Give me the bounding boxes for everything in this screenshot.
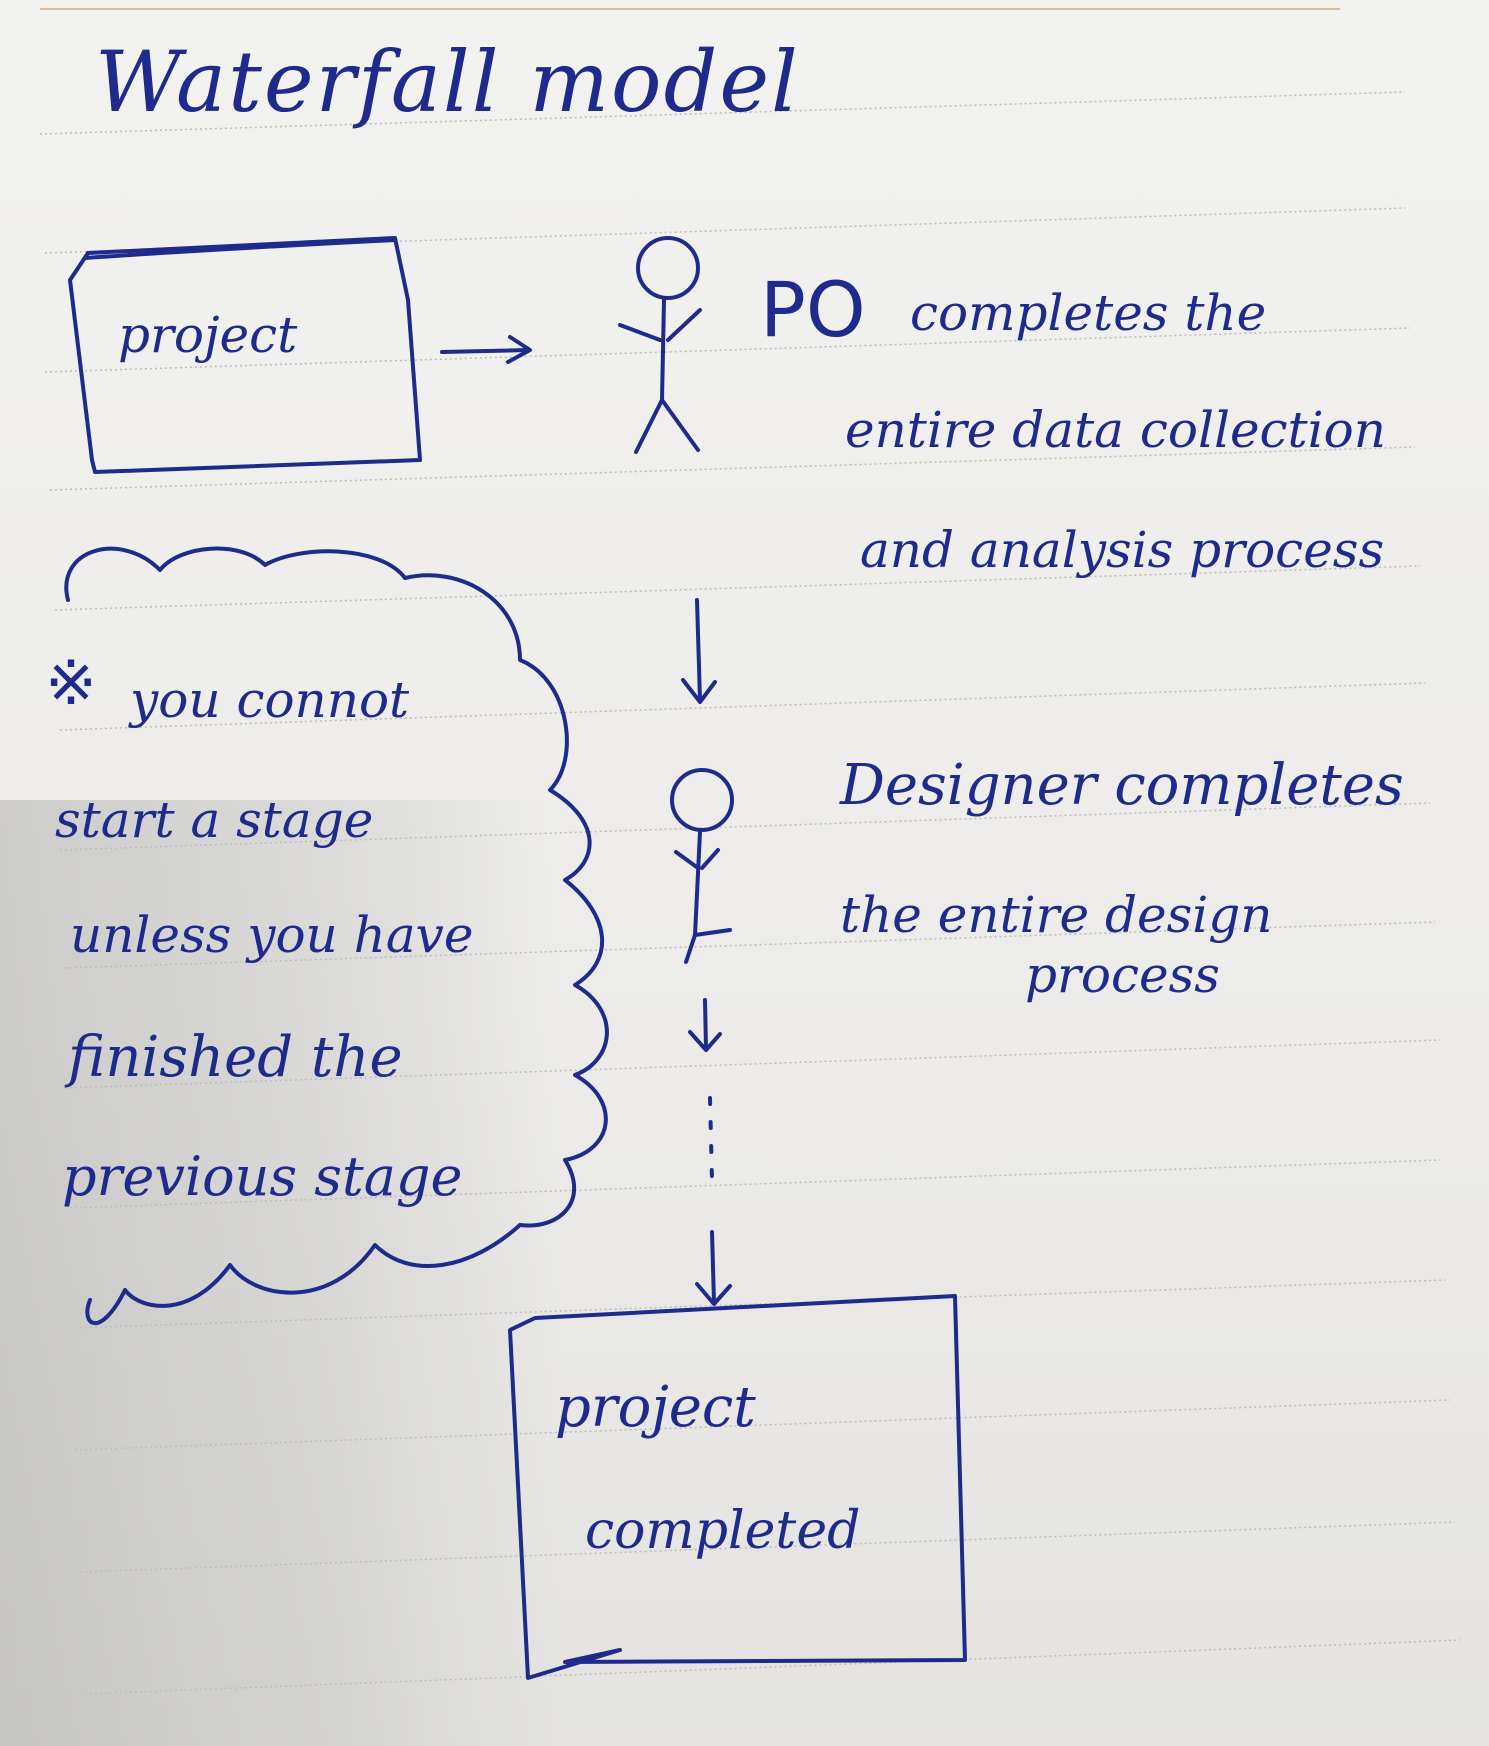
stage1-actor-label: PO xyxy=(760,265,866,354)
note-text-line: previous stage xyxy=(62,1145,463,1208)
stage1-text-line: completes the xyxy=(910,284,1267,342)
designer-stick-figure-icon xyxy=(670,768,734,964)
note-marker-icon: ※ xyxy=(45,646,97,719)
arrow-right-icon xyxy=(440,335,532,364)
top-margin-rule xyxy=(40,8,1340,10)
arrow-down-icon xyxy=(681,598,717,704)
end-box-label: project xyxy=(555,1375,756,1440)
po-stick-figure-icon xyxy=(618,236,702,454)
arrow-down-icon xyxy=(688,998,722,1052)
stage2-text-line: process xyxy=(1025,946,1220,1004)
start-box xyxy=(68,236,422,474)
page-shadow xyxy=(0,800,560,1746)
note-text-line: start a stage xyxy=(55,791,374,849)
start-box-label: project xyxy=(118,306,298,364)
note-text-line: finished the xyxy=(68,1025,403,1090)
stage2-text-line: Designer completes xyxy=(840,753,1404,818)
end-box xyxy=(508,1294,967,1680)
stage1-text-line: entire data collection xyxy=(845,401,1386,459)
dotted-continuation xyxy=(708,1096,714,1182)
note-cloud xyxy=(64,546,609,1326)
stage1-text-line: and analysis process xyxy=(860,521,1385,579)
arrow-down-icon xyxy=(695,1230,732,1306)
end-box-label: completed xyxy=(585,1501,861,1561)
diagram-title: Waterfall model xyxy=(95,33,800,131)
stage2-text-line: the entire design xyxy=(840,886,1273,944)
note-text-line: unless you have xyxy=(70,906,474,964)
note-text-line: you connot xyxy=(130,671,410,729)
